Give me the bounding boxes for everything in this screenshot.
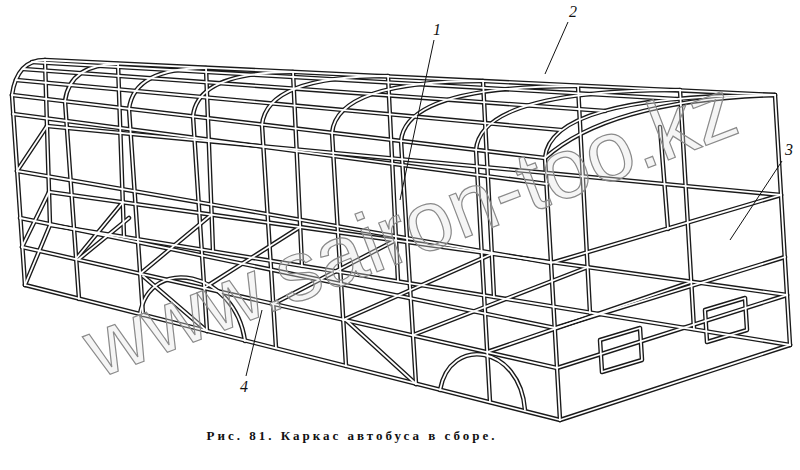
callout-number: 4 xyxy=(238,378,250,396)
callout-number: 1 xyxy=(431,21,443,39)
leader-line xyxy=(730,161,782,240)
leader-line xyxy=(545,22,568,74)
figure-caption: Рис. 81. Каркас автобуса в сборе. xyxy=(205,429,500,443)
frame-tube-fill xyxy=(12,60,790,420)
frame-outline xyxy=(12,60,790,420)
callout-number: 2 xyxy=(567,3,579,21)
watermark: www.sairon-too.kz xyxy=(71,61,749,396)
callout-number: 3 xyxy=(783,141,795,159)
